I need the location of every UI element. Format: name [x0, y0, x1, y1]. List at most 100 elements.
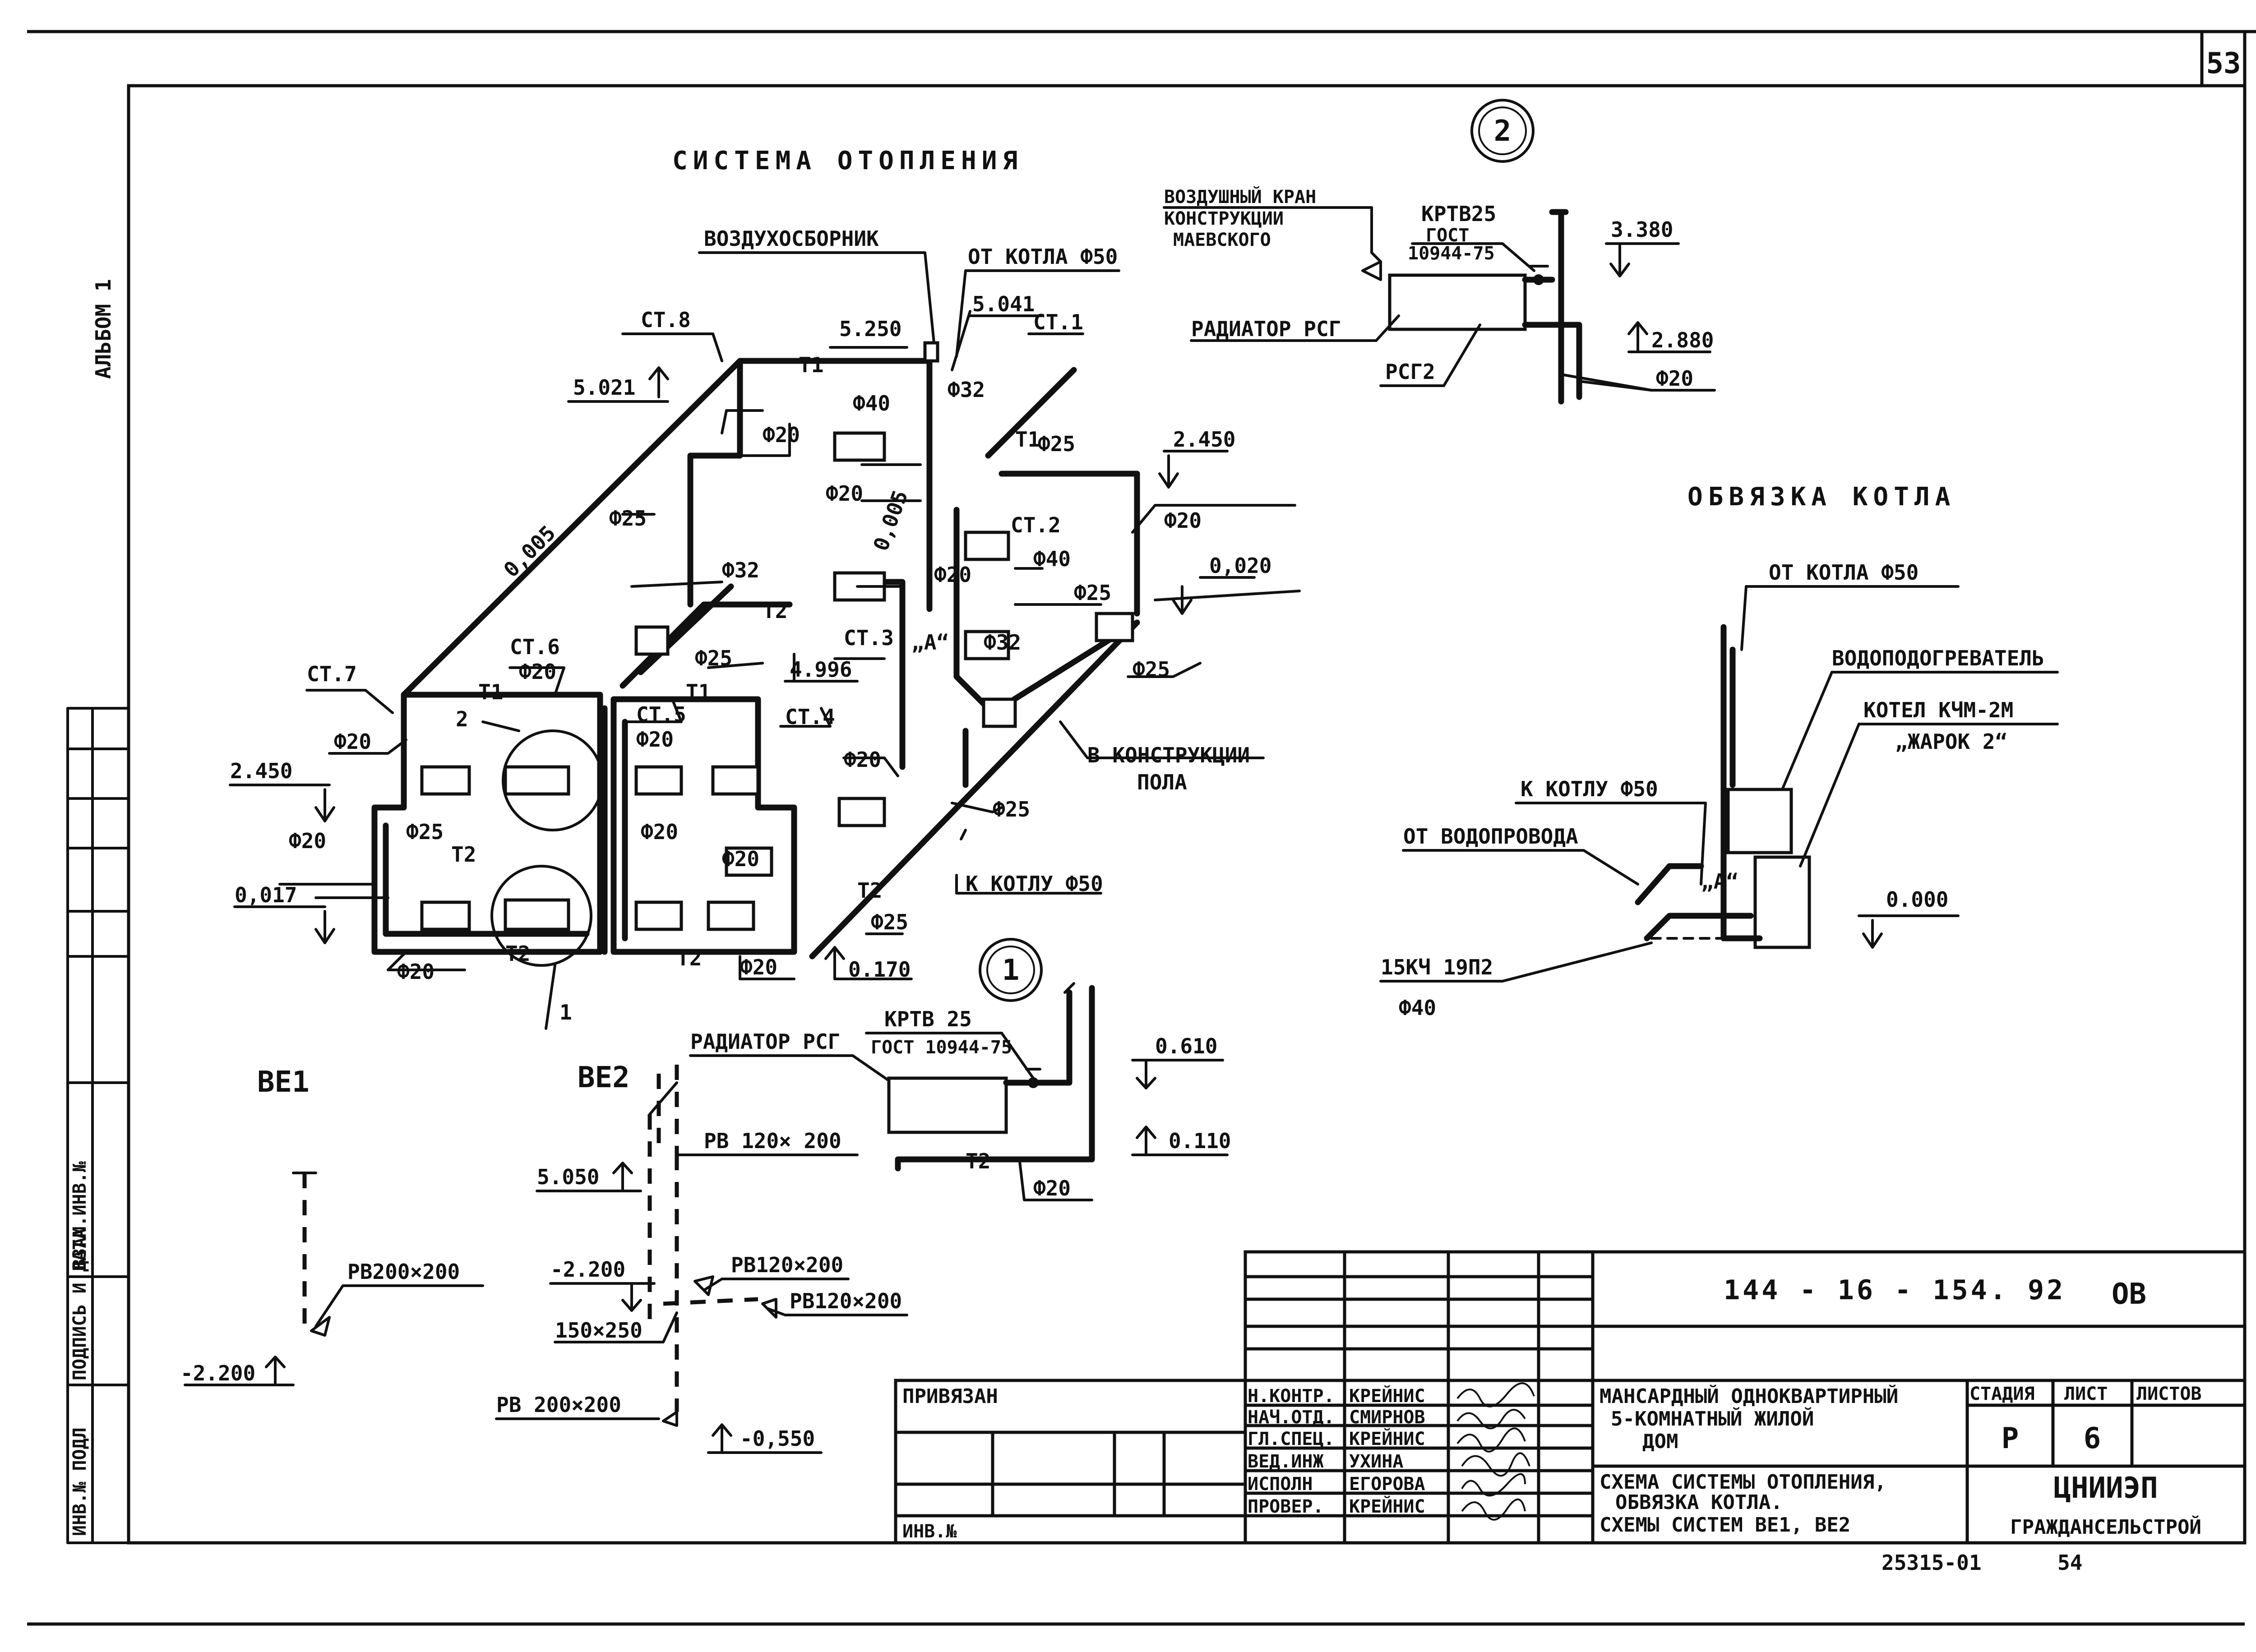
ve2-level-5050: 5.050 — [537, 1165, 599, 1189]
radiator-st4-a — [707, 900, 755, 931]
detail1-gost-label: ГОСТ 10944-75 — [871, 1037, 1012, 1058]
side-stamp: АЛЬБОМ 1 ИНВ.№ ПОДЛ ПОДПИСЬ И ДАТА ВЗАМ.… — [66, 279, 130, 1544]
stoyak-1: СТ.1 — [1033, 310, 1083, 334]
radiator-st8 — [634, 625, 670, 656]
d20-label-st4: Ф20 — [844, 748, 881, 772]
radiator-st5-a — [634, 765, 683, 796]
role-1: НАЧ.ОТД. — [1248, 1407, 1335, 1428]
d20-label-d: Ф20 — [934, 563, 971, 587]
inv-no-label: ИНВ.№ — [902, 1521, 957, 1542]
gost-label-2: 10944-75 — [1408, 243, 1495, 264]
valve-diameter-label: Ф40 — [1399, 996, 1436, 1020]
in-floor-label-2: ПОЛА — [1137, 770, 1187, 794]
radiator-st6-top — [504, 765, 570, 796]
detail-1: 1 РАДИАТОР РСГ КРТВ 25 ГОСТ 10944-75 Т2 … — [689, 938, 1231, 1201]
callout-circle-1 — [490, 865, 592, 967]
level-5021: 5.021 — [573, 375, 635, 400]
boiler-from-label: ОТ КОТЛА Ф50 — [1769, 560, 1919, 585]
level-0020: 0,020 — [1209, 554, 1271, 578]
detail1-krtv-label: КРТВ 25 — [884, 1007, 972, 1031]
org-line-1: ЦНИИЭП — [2053, 1472, 2158, 1505]
title-block: ПРИВЯЗАН ИНВ.№ 144 - 16 - 154. 92 ОВ Н.К… — [894, 1250, 2247, 1545]
ve1-grille-label: РВ200×200 — [347, 1260, 460, 1284]
level-4996: 4.996 — [790, 657, 852, 682]
name-1: СМИРНОВ — [1349, 1407, 1425, 1428]
t2-label-a: Т2 — [763, 599, 787, 623]
radiator-st2-b — [964, 630, 1010, 660]
be1-label: ВЕ1 — [257, 1066, 310, 1099]
detail1-radiator-label: РАДИАТОР РСГ — [690, 1029, 840, 1054]
d20-label-st7: Ф20 — [334, 729, 371, 754]
ve2-grille-a-label: РВ 120× 200 — [704, 1129, 841, 1153]
level-5041: 5.041 — [972, 292, 1035, 316]
d32-label-a: Ф32 — [948, 378, 985, 402]
air-valve-label-3: МАЕВСКОГО — [1173, 230, 1271, 250]
album-label: АЛЬБОМ 1 — [91, 279, 116, 379]
air-valve-label-1: ВОЗДУШНЫЙ КРАН — [1164, 186, 1316, 208]
ve2-level-m2200: -2.200 — [550, 1257, 625, 1282]
stamp-sign-label: ПОДПИСЬ И ДАТА — [69, 1228, 90, 1380]
stoyak-5: СТ.5 — [636, 702, 686, 727]
role-2: ГЛ.СПЕЦ. — [1248, 1429, 1335, 1449]
stoyak-8: СТ.8 — [641, 308, 691, 332]
project-line-2: 5-КОМНАТНЫЙ ЖИЛОЙ — [1611, 1407, 1814, 1431]
name-4: ЕГОРОВА — [1349, 1474, 1425, 1495]
d20-label-st7-b: Ф20 — [289, 829, 326, 853]
stage-value: Р — [2002, 1422, 2019, 1455]
callout-circle-2 — [502, 729, 604, 831]
doc-code: 144 - 16 - 154. 92 — [1724, 1274, 2066, 1306]
radiator-st2-a — [964, 531, 1010, 561]
d20-detail2: Ф20 — [1656, 366, 1693, 391]
radiator-rsg-detail2 — [1388, 273, 1527, 331]
level-5250: 5.250 — [839, 317, 901, 341]
stoyak-7: СТ.7 — [307, 662, 357, 686]
d20-label-bottom: Ф20 — [740, 955, 777, 979]
detail1-t2-label: Т2 — [966, 1149, 990, 1173]
ve2-level-m0550: -0,550 — [740, 1426, 815, 1451]
stoyak-3: СТ.3 — [844, 626, 894, 650]
detail1-level-top: 0.610 — [1155, 1034, 1217, 1058]
radiator-rsg-detail1 — [887, 1076, 1008, 1134]
t1-label-d: Т1 — [686, 680, 711, 704]
ve2-grille-d-label: РВ 200×200 — [496, 1393, 621, 1417]
point-a-main: „А“ — [911, 630, 949, 655]
privyazan-label: ПРИВЯЗАН — [902, 1385, 998, 1408]
stoyak-2: СТ.2 — [1011, 513, 1061, 537]
page-number: 53 — [2206, 47, 2241, 80]
detail-2-circle — [1470, 99, 1535, 163]
d40-label-b: Ф40 — [1033, 547, 1071, 571]
footer-page: 54 — [2057, 1550, 2082, 1575]
point-a-boiler: „А“ — [1701, 869, 1738, 894]
detail1-d20-label: Ф20 — [1033, 1176, 1071, 1200]
d20-label-bottom-left: Ф20 — [397, 960, 435, 984]
water-heater-symbol — [1726, 788, 1793, 854]
ve1-level-label: -2.200 — [180, 1361, 255, 1385]
name-5: КРЕЙНИС — [1349, 1495, 1425, 1517]
d32-label-b: Ф32 — [722, 558, 759, 582]
footer-doc-number: 25315-01 — [1882, 1550, 1982, 1575]
t1-label: Т1 — [799, 353, 823, 377]
detail-2-number: 2 — [1494, 115, 1512, 148]
sheet-frame: 53 — [27, 30, 2256, 1626]
detail-1-circle — [979, 938, 1043, 1002]
role-5: ПРОВЕР. — [1248, 1496, 1324, 1517]
stamp-replace-label: ВЗАМ.ИНВ.№ — [69, 1161, 90, 1270]
sheet-title-2: ОБВЯЗКА КОТЛА. — [1615, 1491, 1783, 1514]
radiator-st5-b — [711, 765, 760, 796]
boiler-model-label: КОТЕЛ КЧМ-2М — [1863, 698, 2013, 722]
d25-label-st6: Ф25 — [406, 820, 444, 844]
sheet-title-1: СХЕМА СИСТЕМЫ ОТОПЛЕНИЯ, — [1600, 1471, 1886, 1494]
radiator-st3 — [837, 797, 886, 827]
air-collector-label: ВОЗДУХОСБОРНИК — [704, 226, 879, 251]
air-valve-label-2: КОНСТРУКЦИИ — [1164, 208, 1284, 229]
ve2-grille-c-label: РВ120×200 — [790, 1289, 902, 1313]
d25-label-c: Ф25 — [1074, 581, 1111, 605]
d32-label-c: Ф32 — [984, 630, 1021, 655]
stoyak-6: СТ.6 — [510, 635, 560, 659]
slope-label-b: 0,005 — [869, 487, 913, 554]
project-line-3: ДОМ — [1642, 1430, 1678, 1453]
d20-label-a: Ф20 — [763, 423, 800, 447]
role-0: Н.КОНТР. — [1248, 1386, 1335, 1407]
name-0: КРЕЙНИС — [1349, 1385, 1425, 1407]
